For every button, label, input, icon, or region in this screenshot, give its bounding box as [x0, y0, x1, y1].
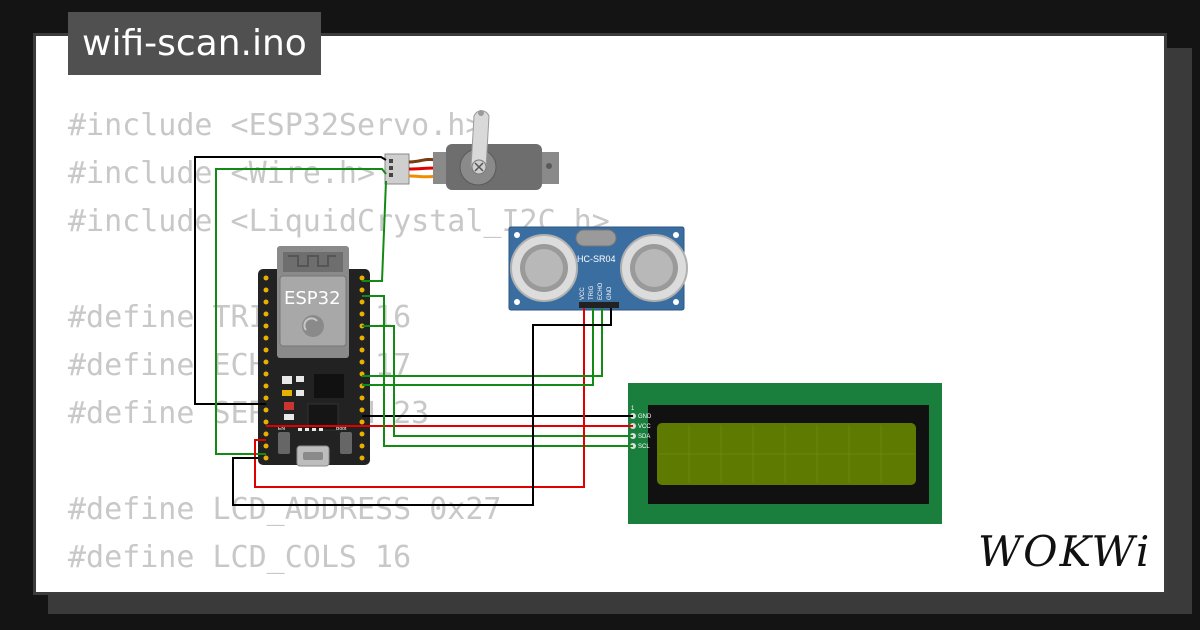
code-line: #define LCD_COLS 16 — [68, 540, 412, 575]
project-card[interactable]: #include <ESP32Servo.h> #include <Wire.h>… — [33, 33, 1167, 595]
boot-button[interactable] — [340, 432, 352, 454]
wires — [194, 156, 633, 506]
left-header-pins — [263, 275, 269, 461]
sensor-pin-label: GND — [607, 286, 613, 300]
sensor-pin-label: ECHO — [598, 282, 604, 300]
lcd-1602[interactable]: 1 GND VCC SDA SCL — [628, 383, 942, 524]
en-label: EN — [278, 426, 285, 432]
en-button[interactable] — [278, 432, 290, 454]
sensor-crystal — [575, 229, 617, 247]
lcd-pin-label: GND — [638, 414, 652, 420]
sensor-pin-label: VCC — [580, 287, 586, 300]
servo-motor[interactable] — [384, 110, 559, 190]
lcd-pin-label: SCL — [638, 444, 650, 450]
esp32-devkit[interactable]: ESP32 Boot EN — [258, 246, 370, 467]
lcd-pin-label: VCC — [638, 424, 651, 430]
wokwi-logo-text: WOKWi — [978, 527, 1151, 576]
project-title-tab[interactable]: wifi-scan.ino — [68, 12, 321, 75]
code-line: #define LCD_ADDRESS 0x27 — [68, 492, 502, 527]
lcd-pin1-label: 1 — [631, 406, 635, 412]
lcd-pin-label: SDA — [638, 434, 650, 440]
servo-connector — [384, 153, 410, 185]
esp32-label: ESP32 — [284, 288, 341, 309]
boot-label: Boot — [336, 426, 347, 432]
sensor-label: HC-SR04 — [577, 254, 616, 264]
hc-sr04-sensor[interactable]: HC-SR04 VCC TRIG ECHO GND — [508, 226, 688, 311]
servo-horn[interactable] — [470, 110, 490, 169]
code-line: #include <Wire.h> — [68, 156, 376, 191]
wokwi-logo[interactable]: WOKWi — [976, 522, 1152, 582]
sensor-pin-label: TRIG — [589, 285, 595, 300]
code-line: #define LCD_ROWS 2 — [68, 582, 610, 592]
code-line: #include <ESP32Servo.h> — [68, 108, 484, 143]
